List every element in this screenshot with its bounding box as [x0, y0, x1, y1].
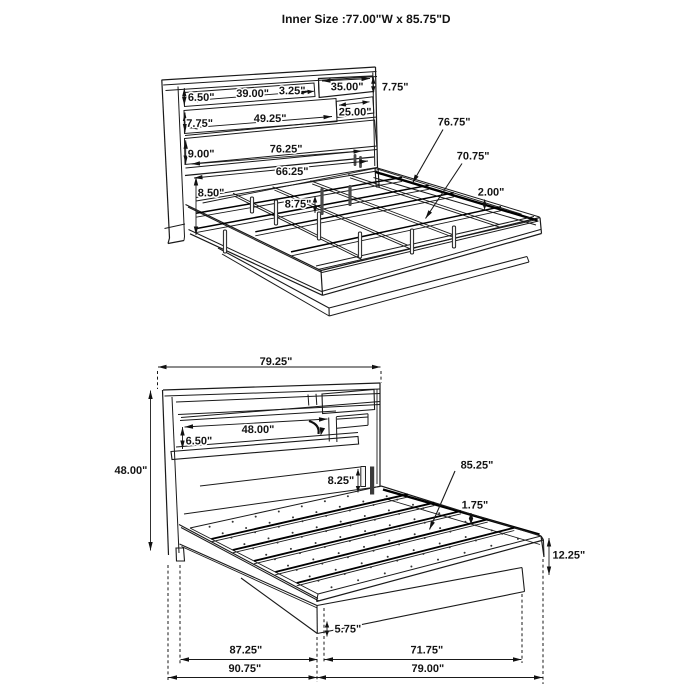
svg-text:39.00": 39.00" — [236, 88, 269, 100]
svg-text:48.00": 48.00" — [115, 465, 148, 477]
svg-text:1.75": 1.75" — [462, 500, 489, 512]
svg-text:90.75": 90.75" — [228, 663, 261, 675]
svg-text:35.00": 35.00" — [331, 81, 364, 93]
svg-text:5.75": 5.75" — [335, 623, 362, 635]
svg-text:66.25": 66.25" — [276, 166, 309, 178]
svg-text:76.75": 76.75" — [438, 117, 471, 129]
svg-text:25.00": 25.00" — [339, 106, 372, 118]
svg-text:79.25": 79.25" — [260, 356, 293, 368]
svg-text:49.25": 49.25" — [254, 113, 287, 125]
svg-text:48.00": 48.00" — [242, 424, 275, 436]
svg-text:Inner Size :77.00"W x 85.75"D: Inner Size :77.00"W x 85.75"D — [282, 12, 451, 26]
svg-text:85.25": 85.25" — [461, 460, 494, 472]
svg-text:8.75": 8.75" — [285, 198, 312, 210]
svg-text:87.25": 87.25" — [229, 644, 262, 656]
svg-text:7.75": 7.75" — [186, 118, 213, 130]
svg-text:6.50": 6.50" — [188, 92, 215, 104]
svg-text:12.25": 12.25" — [553, 550, 586, 562]
svg-text:6.50": 6.50" — [186, 435, 213, 447]
svg-text:76.25": 76.25" — [270, 143, 303, 155]
svg-text:8.50": 8.50" — [198, 187, 225, 199]
svg-text:70.75": 70.75" — [457, 151, 490, 163]
svg-text:8.25": 8.25" — [328, 475, 355, 487]
svg-text:7.75": 7.75" — [382, 82, 409, 94]
svg-text:2.00": 2.00" — [478, 187, 505, 199]
svg-text:3.25": 3.25" — [279, 85, 306, 97]
svg-text:71.75": 71.75" — [410, 645, 443, 657]
svg-text:9.00": 9.00" — [188, 148, 215, 160]
svg-text:79.00": 79.00" — [411, 663, 444, 675]
